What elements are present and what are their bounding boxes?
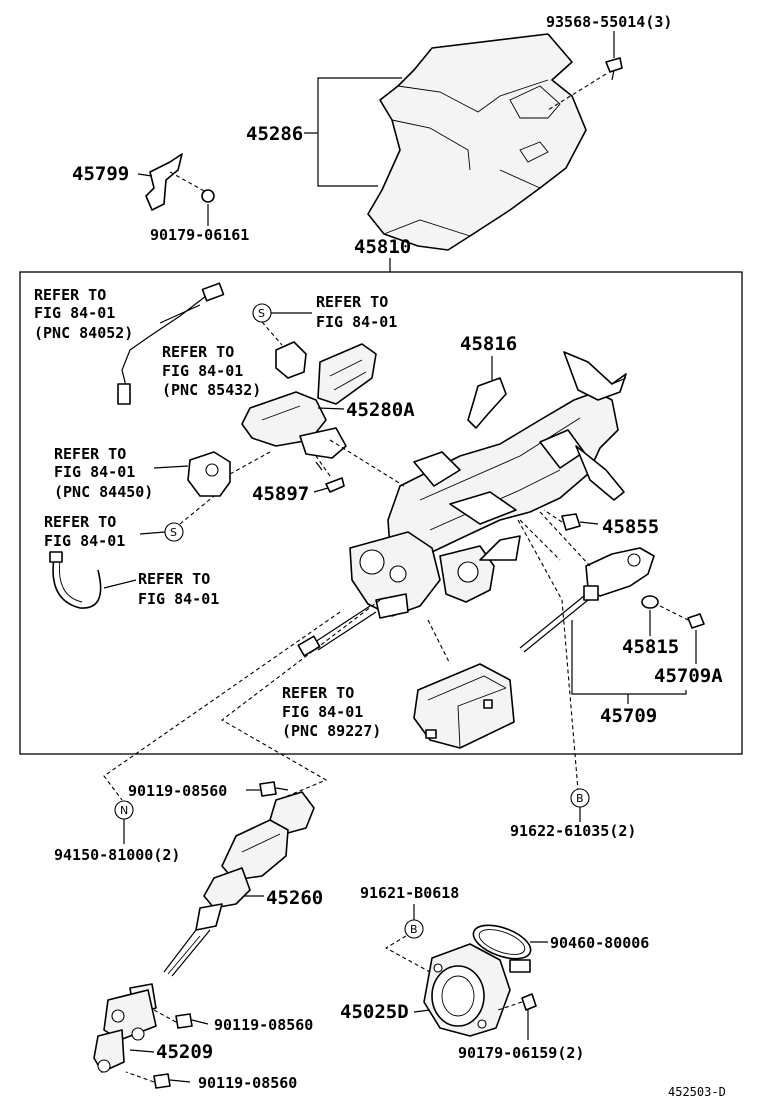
label-45280A: 45280A (346, 399, 415, 421)
marker-s-1-text: S (258, 307, 265, 320)
fig-ref-7: FIG 84-01 (282, 703, 363, 721)
label-93568-55014: 93568-55014(3) (546, 13, 672, 31)
tilt-assembly-45709 (519, 511, 705, 653)
pnc-89227: (PNC 89227) (282, 722, 381, 740)
refer-to-3: REFER TO (162, 343, 234, 361)
label-45816: 45816 (460, 333, 517, 355)
refer-to-4: REFER TO (54, 445, 126, 463)
marker-b-2 (404, 919, 424, 939)
label-91621-b0618: 91621-B0618 (360, 884, 459, 902)
bracket-45799 (145, 153, 215, 211)
label-45025D: 45025D (340, 1001, 409, 1023)
pnc-85432: (PNC 85432) (162, 381, 261, 399)
label-45260: 45260 (266, 887, 323, 909)
marker-b-1-text: B (576, 792, 584, 805)
control-unit-89227 (413, 663, 515, 749)
label-94150-81000: 94150-81000(2) (54, 846, 180, 864)
label-45799: 45799 (72, 163, 129, 185)
fig-ref-4: FIG 84-01 (54, 463, 135, 481)
refer-to-5: REFER TO (44, 513, 116, 531)
bolt-90119-c (125, 1071, 191, 1089)
label-45855: 45855 (602, 516, 659, 538)
label-45810: 45810 (354, 236, 411, 258)
label-90119-08560-b: 90119-08560 (214, 1016, 313, 1034)
label-45897: 45897 (252, 483, 309, 505)
bracket-45816 (467, 377, 507, 429)
switch-assembly-45280A (241, 343, 377, 471)
part-85432 (275, 341, 307, 379)
clamp-90460 (472, 924, 532, 973)
label-90460-80006: 90460-80006 (550, 934, 649, 952)
bolt-45897 (315, 455, 345, 493)
u-joint-45209 (93, 983, 157, 1073)
part-84450 (153, 451, 271, 497)
pnc-84450: (PNC 84450) (54, 483, 153, 501)
fig-ref-2: FIG 84-01 (316, 313, 397, 331)
intermediate-shaft-45260 (163, 791, 315, 977)
bolt-45855 (543, 509, 599, 531)
label-90119-08560-a: 90119-08560 (128, 782, 227, 800)
label-90179-06161: 90179-06161 (150, 226, 249, 244)
boot-45025D (423, 943, 511, 1037)
refer-to-6: REFER TO (138, 570, 210, 588)
label-45709: 45709 (600, 705, 657, 727)
screw-93568 (547, 57, 623, 111)
marker-b-2-text: B (410, 923, 418, 936)
label-45209: 45209 (156, 1041, 213, 1063)
bolt-90119-a (259, 781, 289, 797)
label-45815: 45815 (622, 636, 679, 658)
band-part (49, 551, 102, 609)
label-90119-08560-c: 90119-08560 (198, 1074, 297, 1092)
label-91622-61035: 91622-61035(2) (510, 822, 636, 840)
sensor-wire-84052 (117, 282, 225, 405)
marker-n-text: N (120, 804, 128, 817)
steering-column-body (297, 351, 627, 657)
label-45709A: 45709A (654, 665, 723, 687)
label-90179-06159: 90179-06159(2) (458, 1044, 584, 1062)
refer-to-7: REFER TO (282, 684, 354, 702)
fig-ref-5: FIG 84-01 (44, 532, 125, 550)
refer-to-1: REFER TO (34, 286, 106, 304)
nut-90179-06159 (497, 993, 537, 1040)
marker-s-2-text: S (170, 526, 177, 539)
diagram-id: 452503-D (668, 1085, 726, 1099)
fig-ref-3: FIG 84-01 (162, 362, 243, 380)
column-cover-45286 (367, 33, 587, 251)
label-45286: 45286 (246, 123, 303, 145)
fig-ref-6: FIG 84-01 (138, 590, 219, 608)
bolt-90119-b (153, 1009, 209, 1029)
assembly-45810-box (19, 271, 743, 755)
fig-ref-1: FIG 84-01 (34, 304, 115, 322)
refer-to-2: REFER TO (316, 293, 388, 311)
pnc-84052: (PNC 84052) (34, 324, 133, 342)
